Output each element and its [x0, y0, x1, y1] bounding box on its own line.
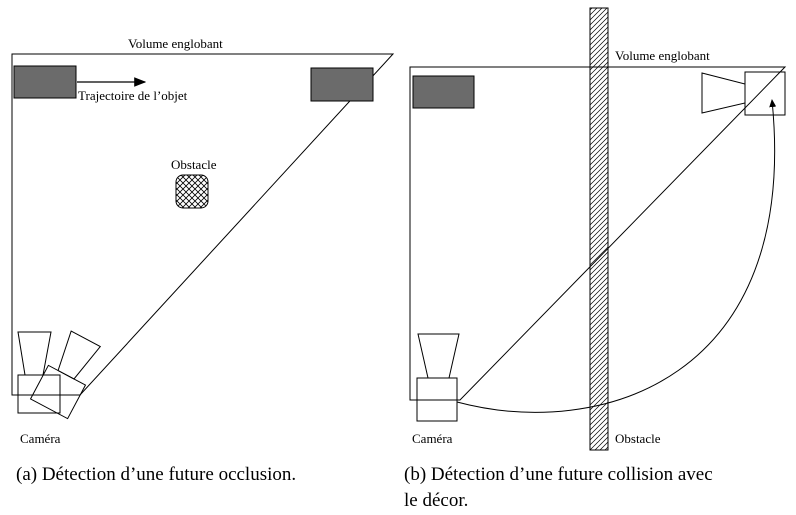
- wall-obstacle: [589, 7, 609, 451]
- object-start-a: [13, 65, 77, 99]
- object-b: [412, 75, 475, 109]
- bounding-volume-b: [409, 66, 787, 401]
- obstacle-a: [175, 174, 209, 209]
- panel-a: Volume englobant Trajectoire de l’objet …: [11, 36, 395, 485]
- panel-b: Obstacle Volume englobant Caméra (b) Dét…: [404, 7, 787, 511]
- caption-b-line2: le décor.: [404, 490, 468, 511]
- camera-b-end: [701, 71, 786, 116]
- caption-a: (a) Détection d’une future occlusion.: [16, 464, 296, 485]
- bounding-volume-a: [11, 53, 395, 396]
- panel-a-title: Volume englobant: [128, 36, 223, 51]
- caption-b-line1: (b) Détection d’une future collision ave…: [404, 464, 713, 485]
- object-end-a: [310, 67, 374, 102]
- camera-label-a: Caméra: [20, 431, 61, 446]
- obstacle-label-a: Obstacle: [171, 157, 217, 172]
- camera-path-arc: [456, 99, 777, 413]
- camera-b-start: [416, 333, 460, 422]
- camera-a-rotated: [29, 330, 102, 420]
- camera-label-b: Caméra: [412, 431, 453, 446]
- title-b-bg: [613, 47, 733, 63]
- panel-b-title: Volume englobant: [615, 48, 710, 63]
- trajectory-label: Trajectoire de l’objet: [78, 88, 188, 103]
- obstacle-label-b: Obstacle: [615, 431, 661, 446]
- camera-a-upright: [17, 331, 61, 414]
